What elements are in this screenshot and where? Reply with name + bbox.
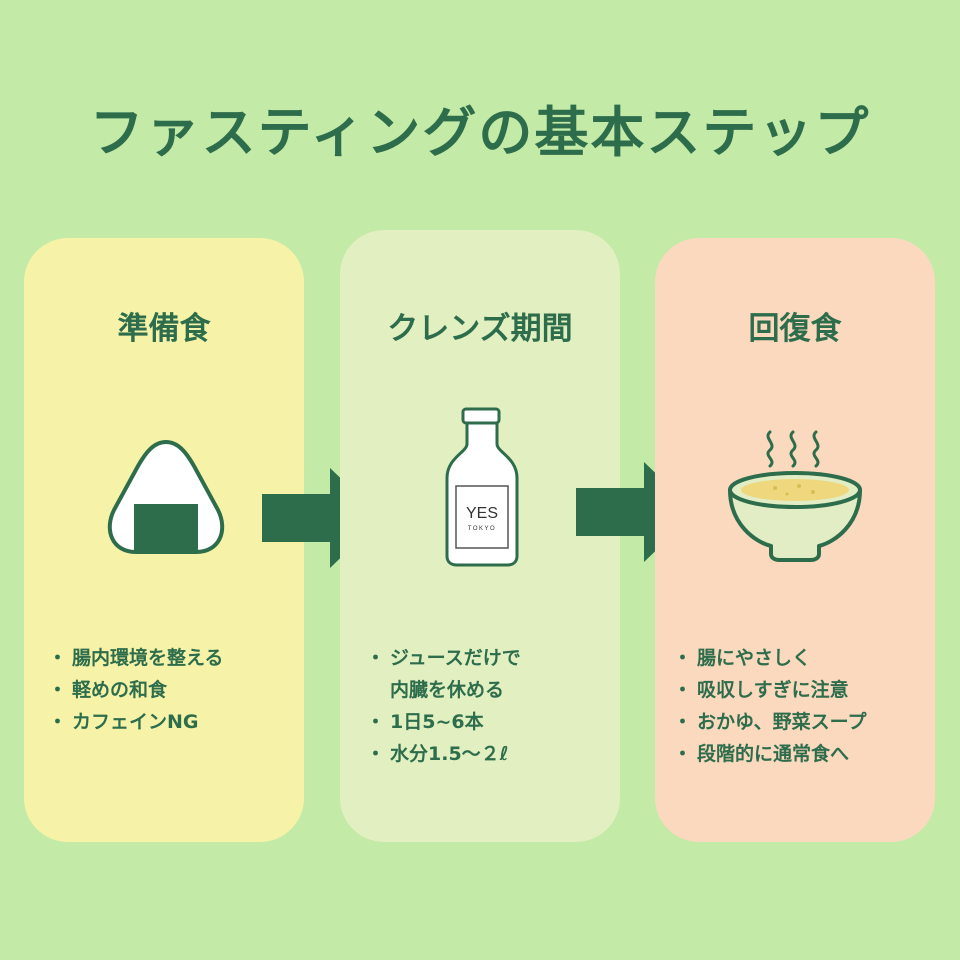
list-item: カフェインNG	[48, 706, 223, 738]
step-title-cleanse: クレンズ期間	[387, 311, 573, 347]
list-item: 腸内環境を整える	[48, 642, 223, 674]
list-item: 水分1.5～２ℓ	[366, 738, 521, 770]
soup-bowl-icon	[728, 430, 862, 562]
recovery-bullets: 腸にやさしく 吸収しすぎに注意 おかゆ、野菜スープ 段階的に通常食へ	[673, 642, 866, 770]
onigiri-icon	[107, 440, 225, 554]
step-title-recovery: 回復食	[748, 311, 842, 347]
bottle-sublabel: TOKYO	[468, 526, 496, 532]
list-item: おかゆ、野菜スープ	[673, 706, 866, 738]
cleanse-bullets: ジュースだけで 内臓を休める 1日5~6本 水分1.5～２ℓ	[366, 642, 521, 770]
step-card-recovery: 回復食 腸にやさしく 吸収しすぎに注意 おかゆ、野菜スープ 段階的に通常食へ	[655, 238, 935, 842]
list-item: 1日5~6本	[366, 706, 521, 738]
list-item: 段階的に通常食へ	[673, 738, 866, 770]
list-item: 軽めの和食	[48, 674, 223, 706]
list-item: ジュースだけで	[366, 642, 521, 674]
preparation-bullets: 腸内環境を整える 軽めの和食 カフェインNG	[48, 642, 223, 738]
bottle-label: YES	[466, 505, 498, 522]
page-title: ファスティングの基本ステップ	[89, 101, 871, 164]
step-title-preparation: 準備食	[117, 311, 211, 347]
juice-bottle-icon: YES TOKYO	[445, 407, 519, 567]
list-item: 内臓を休める	[390, 679, 505, 701]
step-card-cleanse: クレンズ期間 YES TOKYO ジュースだけで 内臓を休める 1日5~6本 水…	[340, 230, 620, 842]
list-item: 腸にやさしく	[673, 642, 866, 674]
list-item: 吸収しすぎに注意	[673, 674, 866, 706]
step-card-preparation: 準備食 腸内環境を整える 軽めの和食 カフェインNG	[24, 238, 304, 842]
